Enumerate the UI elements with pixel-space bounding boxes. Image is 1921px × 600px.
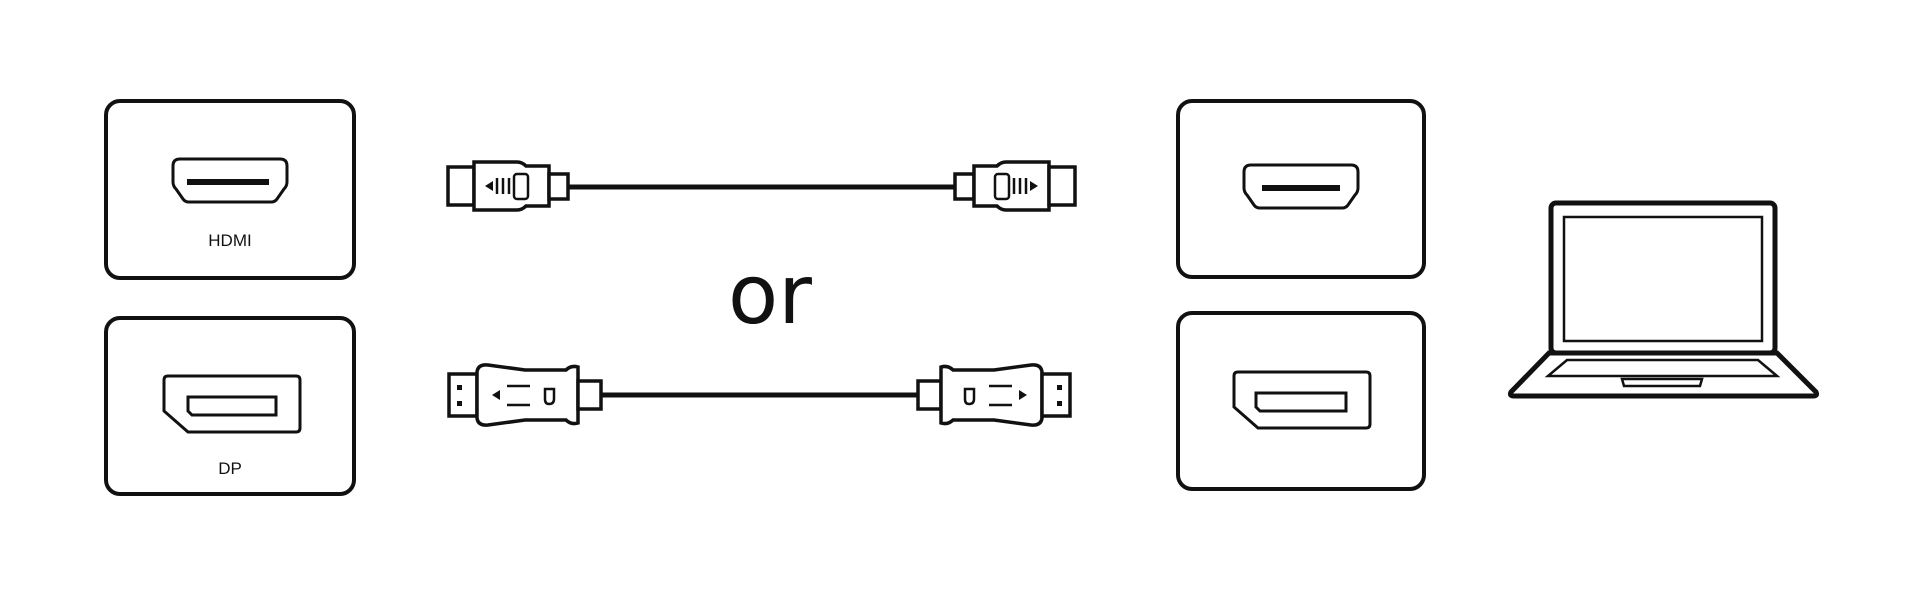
hdmi-cable-left-connector	[446, 160, 570, 212]
source-hdmi-panel	[1176, 99, 1426, 279]
monitor-dp-panel: DP	[104, 316, 356, 496]
dp-cable-left-connector	[447, 363, 603, 427]
displayport-port-icon	[162, 374, 302, 434]
monitor-hdmi-panel: HDMI	[104, 99, 356, 280]
source-hdmi-port-icon	[1242, 163, 1360, 210]
hdmi-label: HDMI	[208, 231, 251, 250]
dp-cable-right-connector	[916, 363, 1072, 427]
displayport-cable-icon	[447, 363, 1072, 427]
dp-label: DP	[218, 459, 242, 478]
source-dp-panel	[1176, 311, 1426, 491]
hdmi-port-icon	[171, 157, 289, 204]
hdmi-cable-right-connector	[953, 160, 1077, 212]
laptop-icon	[1507, 200, 1820, 399]
source-displayport-port-icon	[1232, 370, 1372, 430]
or-separator: or	[728, 248, 812, 343]
hdmi-cable-icon	[446, 160, 1077, 212]
